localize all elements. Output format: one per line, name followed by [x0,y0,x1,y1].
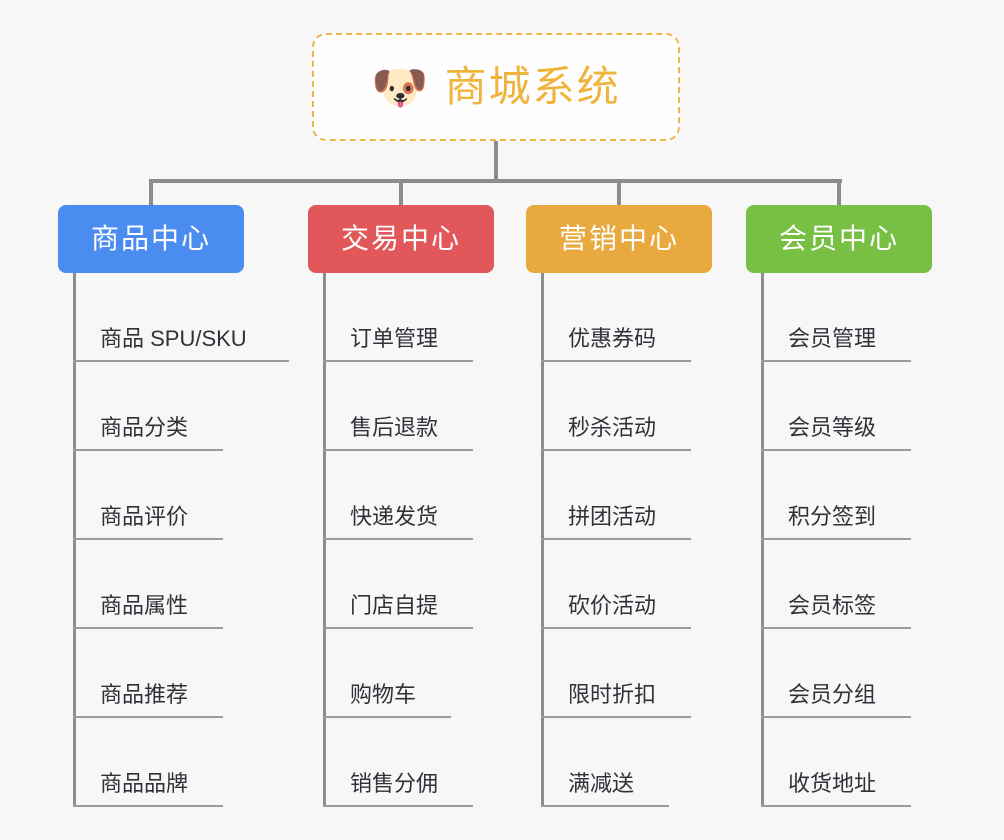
leaf-underline [323,627,473,629]
leaf-label: 订单管理 [350,326,439,351]
leaf-underline [323,449,473,451]
leaf-label: 商品评价 [100,504,189,529]
leaf-underline [73,627,223,629]
leaf-item[interactable]: 门店自提 [323,540,483,629]
category-label-trade-center: 交易中心 [340,223,461,254]
leaf-item[interactable]: 优惠券码 [541,273,701,362]
leaf-label: 商品推荐 [100,682,189,707]
leaf-item[interactable]: 会员等级 [761,362,921,451]
root-node-shopping-mall-system[interactable]: 🐶 商城系统 [312,33,680,141]
leaf-label: 快递发货 [350,504,439,529]
leaf-underline [323,805,473,807]
leaf-item[interactable]: 销售分佣 [323,718,483,807]
category-label-member-center: 会员中心 [778,223,899,254]
leaf-underline [761,538,911,540]
leaf-label: 优惠券码 [568,326,657,351]
leaf-label: 销售分佣 [350,771,439,796]
connector-trunk-marketing-center [541,273,544,807]
leaf-underline [761,716,911,718]
leaf-label: 会员分组 [788,682,877,707]
leaf-label: 砍价活动 [568,593,657,618]
leaf-item[interactable]: 拼团活动 [541,451,701,540]
leaf-item[interactable]: 订单管理 [323,273,483,362]
leaf-item[interactable]: 收货地址 [761,718,921,807]
leaf-item[interactable]: 砍价活动 [541,540,701,629]
leaf-item[interactable]: 商品推荐 [73,629,233,718]
leaf-underline [761,627,911,629]
leaf-item[interactable]: 商品评价 [73,451,233,540]
leaf-underline [541,538,691,540]
connector-trunk-trade-center [323,273,326,807]
category-box-member-center[interactable]: 会员中心 [746,205,932,273]
leaf-label: 会员管理 [788,326,877,351]
leaf-label: 秒杀活动 [568,415,657,440]
leaf-label: 门店自提 [350,593,439,618]
leaf-underline [761,360,911,362]
leaf-item[interactable]: 购物车 [323,629,461,718]
leaf-label: 限时折扣 [568,682,657,707]
leaf-underline [73,716,223,718]
leaf-label: 拼团活动 [568,504,657,529]
leaf-underline [73,360,289,362]
leaf-item[interactable]: 积分签到 [761,451,921,540]
dog-face-emoji: 🐶 [371,61,429,113]
leaf-item[interactable]: 会员标签 [761,540,921,629]
leaf-item[interactable]: 商品属性 [73,540,233,629]
leaf-underline [73,538,223,540]
leaf-item[interactable]: 快递发货 [323,451,483,540]
leaf-label: 积分签到 [788,504,877,529]
leaf-label: 会员等级 [788,415,877,440]
connector-drop-member-center [837,179,841,207]
leaf-underline [541,716,691,718]
category-label-marketing-center: 营销中心 [558,223,679,254]
leaf-item[interactable]: 会员管理 [761,273,921,362]
leaf-underline [323,360,473,362]
leaf-item[interactable]: 商品 SPU/SKU [73,273,299,362]
connector-drop-trade-center [399,179,403,207]
leaf-label: 商品属性 [100,593,189,618]
leaf-underline [541,805,669,807]
category-label-product-center: 商品中心 [90,223,211,254]
root-node-title: 商城系统 [444,63,621,110]
leaf-label: 商品 SPU/SKU [100,326,247,351]
connector-trunk-product-center [73,273,76,807]
leaf-item[interactable]: 商品分类 [73,362,233,451]
leaf-underline [73,805,223,807]
leaf-underline [541,449,691,451]
connector-horizontal-bus [150,179,842,183]
leaf-underline [541,627,691,629]
category-box-product-center[interactable]: 商品中心 [58,205,244,273]
leaf-underline [323,538,473,540]
leaf-underline [323,716,451,718]
leaf-item[interactable]: 满减送 [541,718,679,807]
leaf-label: 售后退款 [350,415,439,440]
connector-trunk-member-center [761,273,764,807]
leaf-label: 满减送 [568,771,635,796]
leaf-underline [761,449,911,451]
leaf-label: 会员标签 [788,593,877,618]
leaf-label: 商品分类 [100,415,189,440]
leaf-label: 收货地址 [788,771,877,796]
leaf-underline [541,360,691,362]
category-box-trade-center[interactable]: 交易中心 [308,205,494,273]
leaf-label: 商品品牌 [100,771,189,796]
leaf-item[interactable]: 会员分组 [761,629,921,718]
connector-drop-product-center [149,179,153,207]
leaf-item[interactable]: 售后退款 [323,362,483,451]
leaf-item[interactable]: 限时折扣 [541,629,701,718]
leaf-item[interactable]: 商品品牌 [73,718,233,807]
leaf-item[interactable]: 秒杀活动 [541,362,701,451]
connector-root-stem [494,141,498,181]
leaf-underline [761,805,911,807]
connector-drop-marketing-center [617,179,621,207]
leaf-label: 购物车 [350,682,417,707]
leaf-underline [73,449,223,451]
category-box-marketing-center[interactable]: 营销中心 [526,205,712,273]
